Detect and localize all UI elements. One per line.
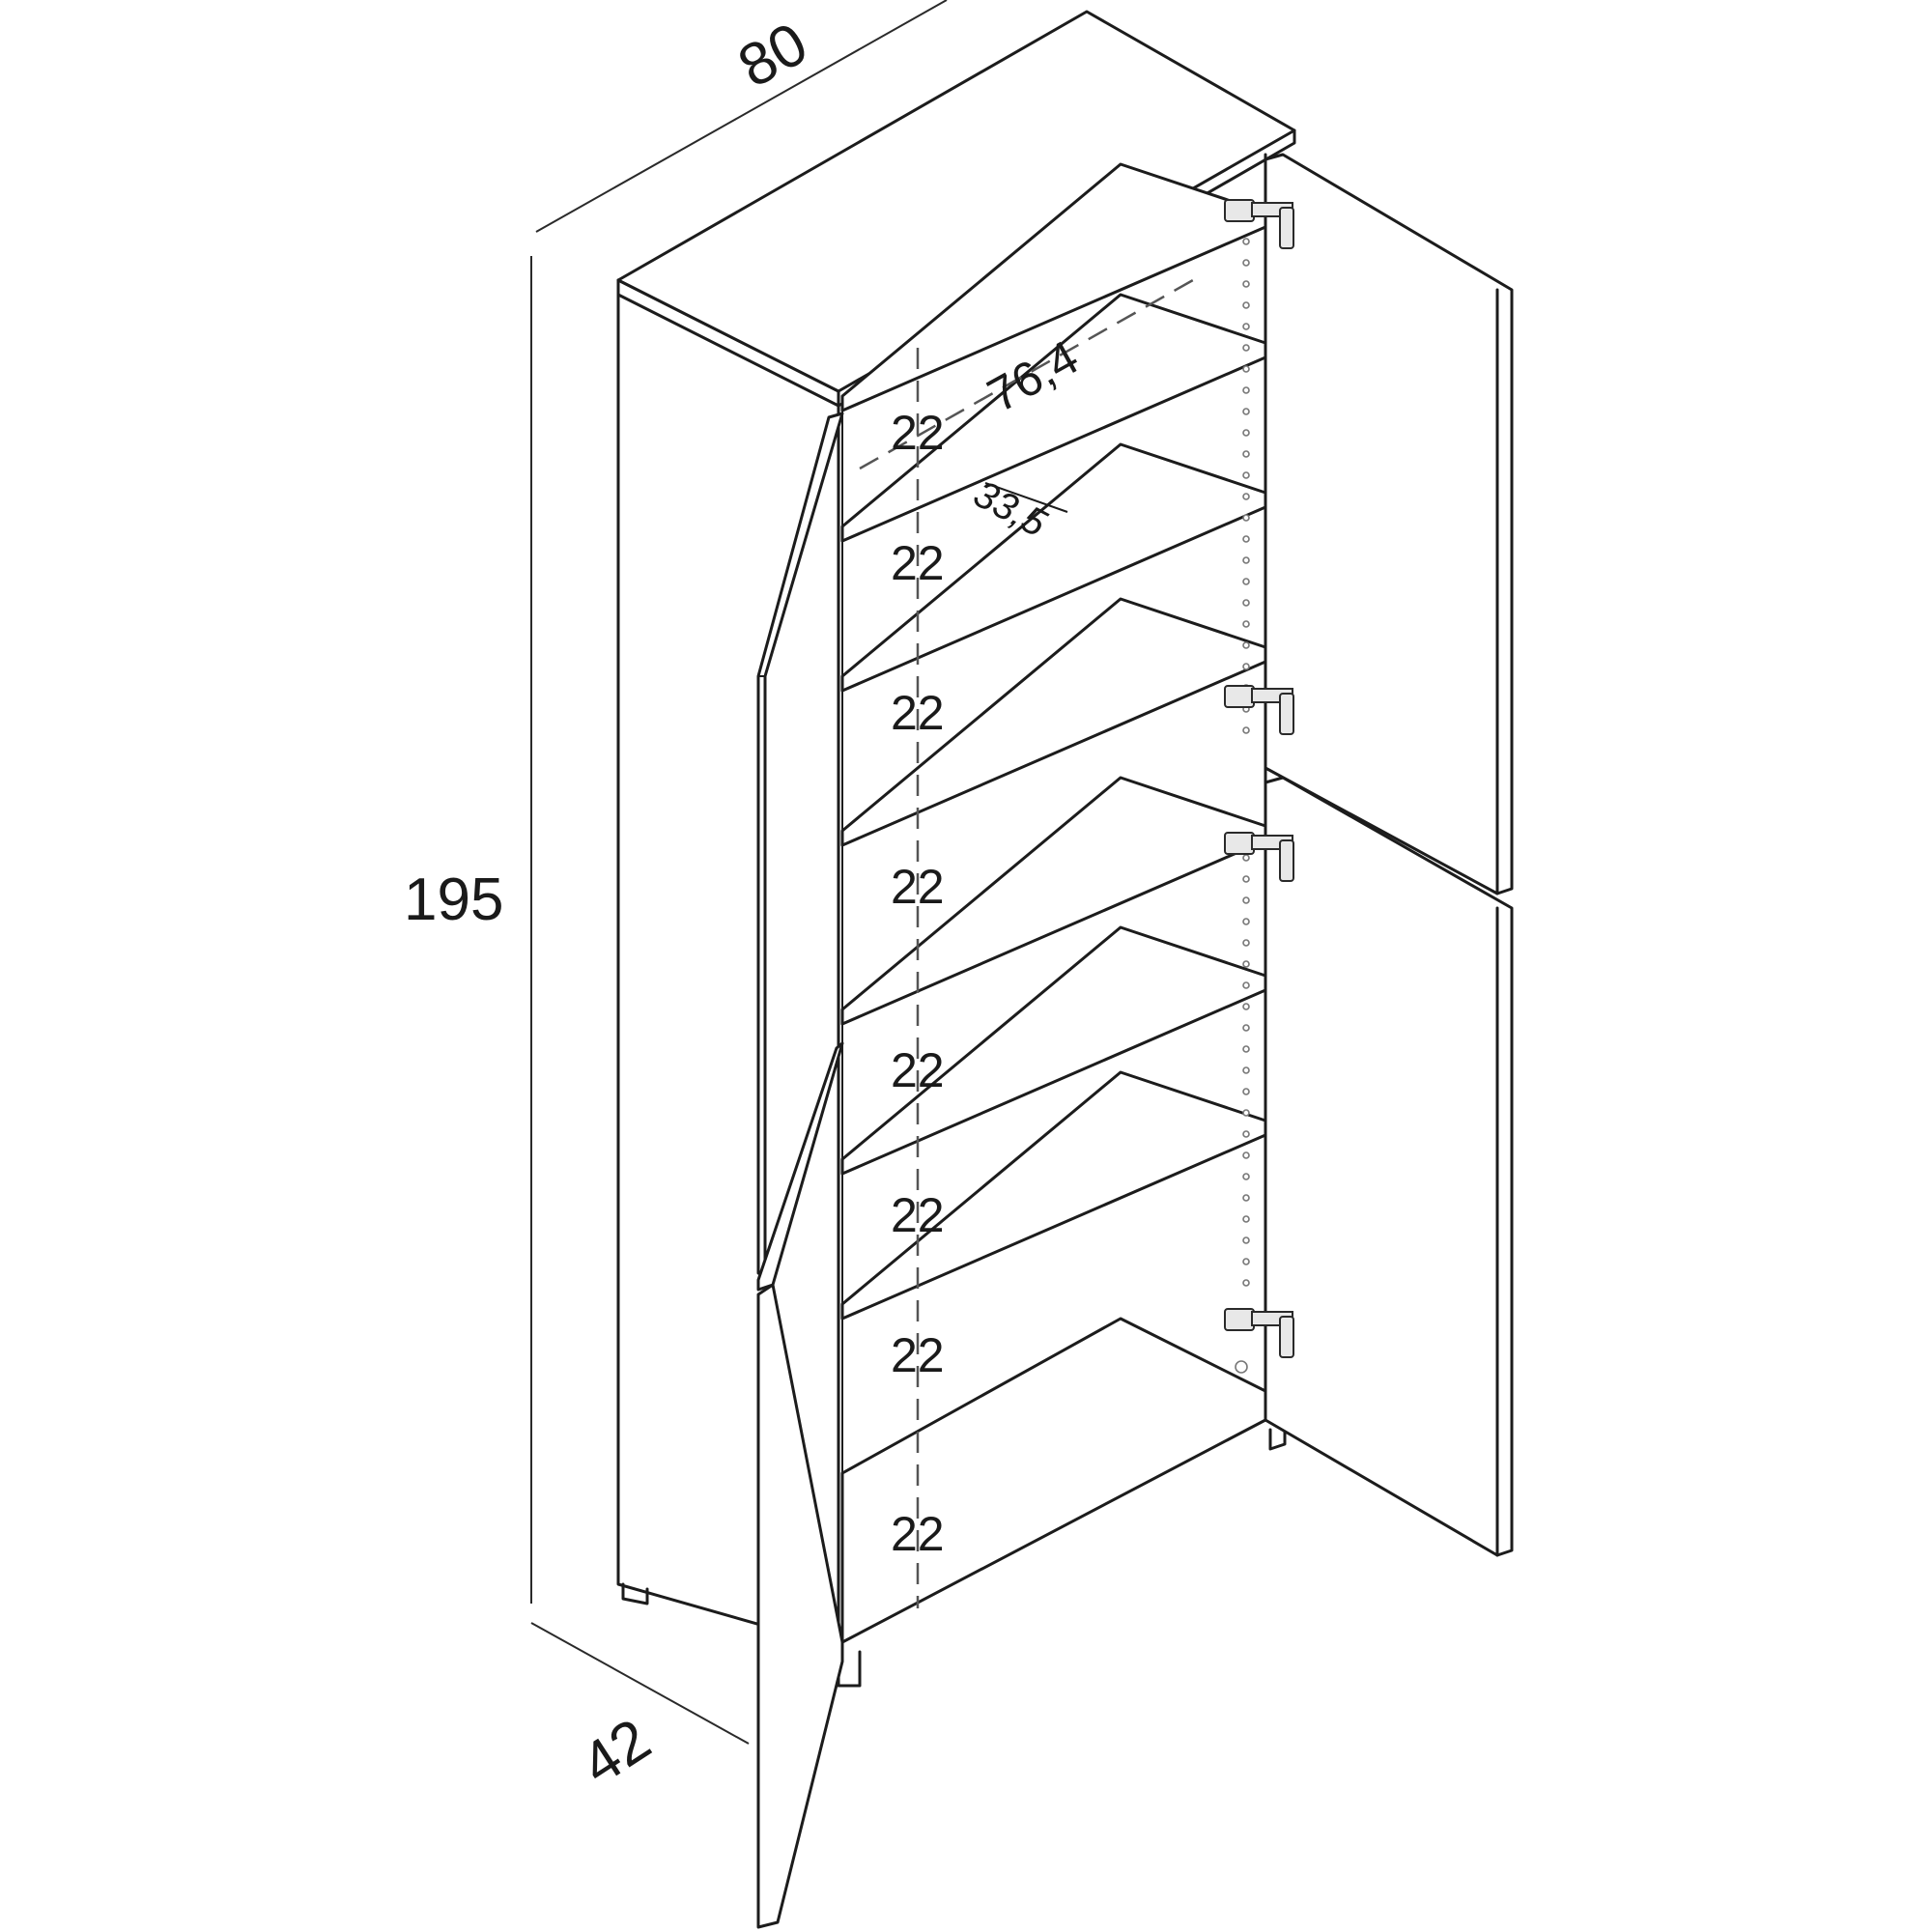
support-hole bbox=[1242, 1215, 1250, 1223]
shelf-support-holes bbox=[1242, 238, 1250, 1287]
support-hole bbox=[1242, 620, 1250, 628]
support-hole bbox=[1242, 981, 1250, 989]
support-hole bbox=[1242, 535, 1250, 543]
hinge-icon bbox=[1224, 199, 1294, 249]
support-hole bbox=[1242, 1066, 1250, 1074]
support-hole bbox=[1242, 939, 1250, 947]
support-hole bbox=[1242, 259, 1250, 267]
door-lower-left bbox=[756, 1283, 844, 1929]
support-hole bbox=[1242, 1109, 1250, 1117]
support-hole bbox=[1242, 875, 1250, 883]
support-hole bbox=[1242, 1236, 1250, 1244]
compartment-height-label: 22 bbox=[891, 536, 945, 590]
height-label: 195 bbox=[404, 867, 503, 933]
compartment-height-label: 22 bbox=[891, 860, 945, 914]
support-hole bbox=[1242, 1173, 1250, 1180]
support-hole bbox=[1242, 960, 1250, 968]
hinge-icon bbox=[1224, 685, 1294, 735]
support-hole bbox=[1242, 471, 1250, 479]
support-hole bbox=[1242, 663, 1250, 670]
door-lower-left-edge bbox=[756, 1041, 844, 1292]
support-hole bbox=[1242, 599, 1250, 607]
support-hole bbox=[1242, 323, 1250, 330]
support-hole bbox=[1242, 1279, 1250, 1287]
support-hole bbox=[1242, 1194, 1250, 1202]
support-hole bbox=[1242, 556, 1250, 564]
support-hole bbox=[1242, 1045, 1250, 1053]
shelf-depth-line bbox=[984, 482, 1068, 513]
support-hole bbox=[1242, 1088, 1250, 1095]
door-upper-right bbox=[1264, 153, 1514, 895]
foot-back bbox=[1268, 1426, 1287, 1451]
dimension-lines bbox=[530, 0, 948, 1745]
support-hole bbox=[1242, 641, 1250, 649]
foot-left bbox=[621, 1582, 649, 1605]
support-hole bbox=[1242, 1003, 1250, 1010]
compartment-height-label: 22 bbox=[891, 1188, 945, 1242]
support-hole bbox=[1242, 408, 1250, 415]
support-hole bbox=[1242, 450, 1250, 458]
compartment-height-label: 22 bbox=[891, 686, 945, 740]
support-hole bbox=[1242, 578, 1250, 585]
width-dimension-line bbox=[535, 0, 948, 233]
support-hole bbox=[1242, 238, 1250, 245]
compartment-height-label: 22 bbox=[891, 1507, 945, 1561]
support-hole bbox=[1242, 896, 1250, 904]
support-hole bbox=[1242, 1258, 1250, 1265]
support-hole bbox=[1242, 1024, 1250, 1032]
support-hole bbox=[1242, 344, 1250, 352]
top-board-edge bbox=[616, 128, 1296, 408]
support-hole bbox=[1242, 514, 1250, 522]
support-hole bbox=[1242, 280, 1250, 288]
support-hole bbox=[1242, 386, 1250, 394]
hinge-icon bbox=[1224, 1308, 1294, 1358]
compartment-height-label: 22 bbox=[891, 1043, 945, 1097]
support-hole bbox=[1242, 301, 1250, 309]
support-hole bbox=[1242, 1130, 1250, 1138]
depth-dimension-line bbox=[530, 1622, 750, 1745]
width-label: 80 bbox=[727, 10, 818, 100]
support-hole bbox=[1242, 1151, 1250, 1159]
support-hole bbox=[1242, 854, 1250, 862]
depth-label: 42 bbox=[570, 1706, 662, 1798]
compartment-height-label: 22 bbox=[891, 406, 945, 460]
support-hole bbox=[1242, 429, 1250, 437]
cabinet-side-panel bbox=[616, 278, 840, 1649]
cam-lock-icon bbox=[1235, 1360, 1248, 1374]
hinge-icon bbox=[1224, 832, 1294, 882]
support-hole bbox=[1242, 365, 1250, 373]
door-lower-right bbox=[1264, 776, 1514, 1557]
support-hole bbox=[1242, 918, 1250, 925]
support-hole bbox=[1242, 493, 1250, 500]
support-hole bbox=[1242, 726, 1250, 734]
compartment-height-label: 22 bbox=[891, 1328, 945, 1382]
